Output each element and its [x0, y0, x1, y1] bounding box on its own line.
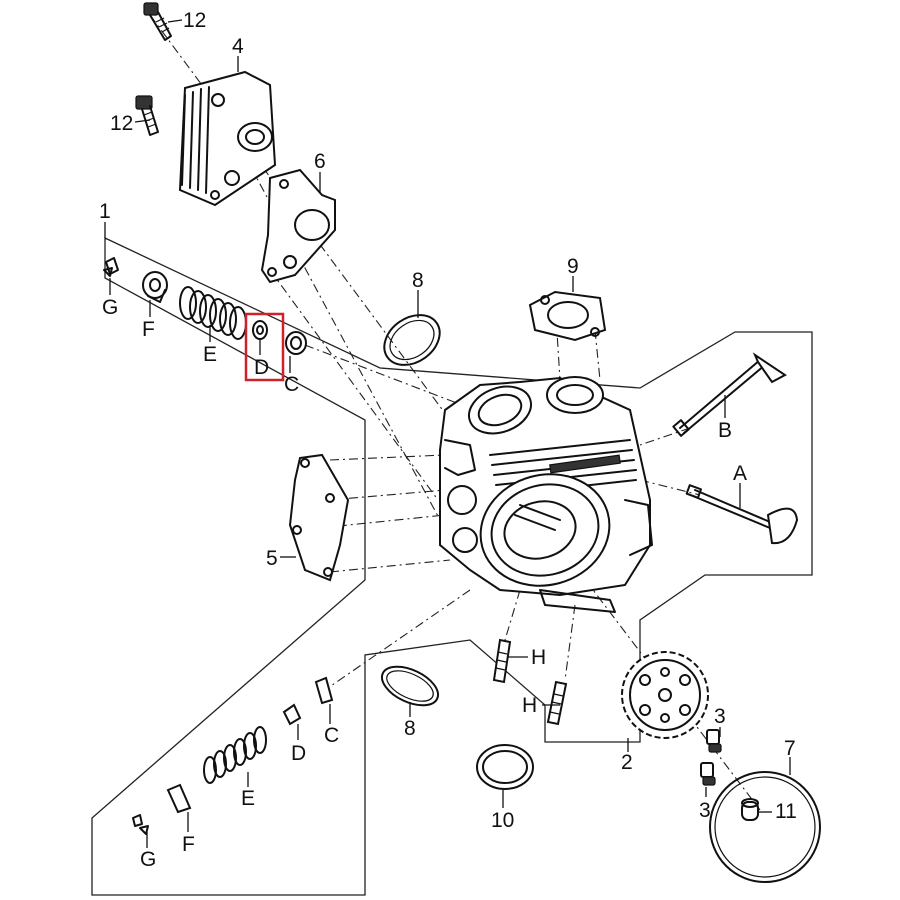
valve-b	[672, 352, 787, 437]
label-bolt-3-upper: 3	[714, 705, 726, 728]
leader-lines	[104, 19, 791, 848]
pin-11	[741, 798, 759, 821]
label-sprocket-2: 2	[621, 751, 633, 774]
highlight-box	[244, 312, 285, 382]
retainer-f-top	[142, 271, 168, 303]
label-stud-h-upper: H	[531, 646, 546, 669]
seal-d-top	[252, 320, 268, 340]
valve-a	[685, 484, 799, 545]
spring-e-top	[179, 286, 247, 340]
label-cotter-g-bottom: G	[140, 848, 156, 871]
o-ring-7	[709, 771, 821, 883]
label-gasket-6: 6	[314, 150, 326, 173]
seal-d-bottom	[282, 703, 302, 726]
label-head-gasket-5: 5	[266, 547, 278, 570]
label-spring-e-top: E	[203, 343, 217, 366]
label-retainer-f-bottom: F	[182, 833, 195, 856]
label-assembly-1: 1	[99, 200, 111, 223]
label-retainer-f-top: F	[142, 318, 155, 341]
label-stud-h-lower: H	[522, 694, 537, 717]
bolt-12-top	[143, 2, 172, 41]
part-labels: 12 12 4 6 1 8 9 B A 5 G F E D C H H 2 3 …	[99, 9, 797, 871]
label-bolt-3-lower: 3	[699, 799, 711, 822]
sprocket-2	[621, 651, 709, 739]
head-gasket-5	[288, 453, 350, 582]
label-cover-4: 4	[232, 35, 244, 58]
label-pin-11: 11	[775, 800, 797, 823]
cover-4	[178, 70, 277, 207]
gasket-9	[528, 290, 607, 342]
bolt-3-upper	[706, 729, 722, 753]
retainer-f-bottom	[166, 783, 192, 814]
label-cotter-g-top: G	[102, 296, 118, 319]
o-ring-8-top	[383, 314, 441, 366]
label-o-ring-8-top: 8	[412, 269, 424, 292]
label-bolt-12-top: 12	[183, 9, 206, 32]
label-gasket-9: 9	[567, 255, 579, 278]
cylinder-head	[439, 376, 653, 613]
cotter-g-top	[103, 257, 119, 277]
bolt-3-lower	[700, 762, 716, 786]
label-seal-d-top: D	[254, 356, 269, 379]
label-valve-a: A	[733, 462, 747, 485]
stud-h-lower	[546, 680, 568, 726]
label-seat-c-top: C	[284, 373, 299, 396]
seat-c-top	[285, 331, 307, 355]
label-seat-c-bottom: C	[324, 724, 339, 747]
o-ring-8-bottom	[380, 665, 440, 707]
label-seal-ring-10: 10	[491, 809, 514, 832]
spring-e-bottom	[203, 726, 267, 784]
seat-c-bottom	[314, 676, 334, 705]
stud-h-upper	[492, 638, 512, 684]
bolt-12-left	[135, 95, 159, 136]
label-valve-b: B	[718, 419, 732, 442]
cotter-g-bottom	[132, 814, 149, 835]
label-bolt-12-left: 12	[110, 112, 133, 135]
label-o-ring-8-bottom: 8	[404, 717, 416, 740]
assembly-frame	[91, 236, 813, 896]
label-o-ring-7: 7	[784, 737, 796, 760]
label-spring-e-bottom: E	[241, 787, 255, 810]
gasket-6	[260, 168, 336, 284]
label-seal-d-bottom: D	[291, 742, 306, 765]
seal-ring-10	[476, 744, 534, 790]
